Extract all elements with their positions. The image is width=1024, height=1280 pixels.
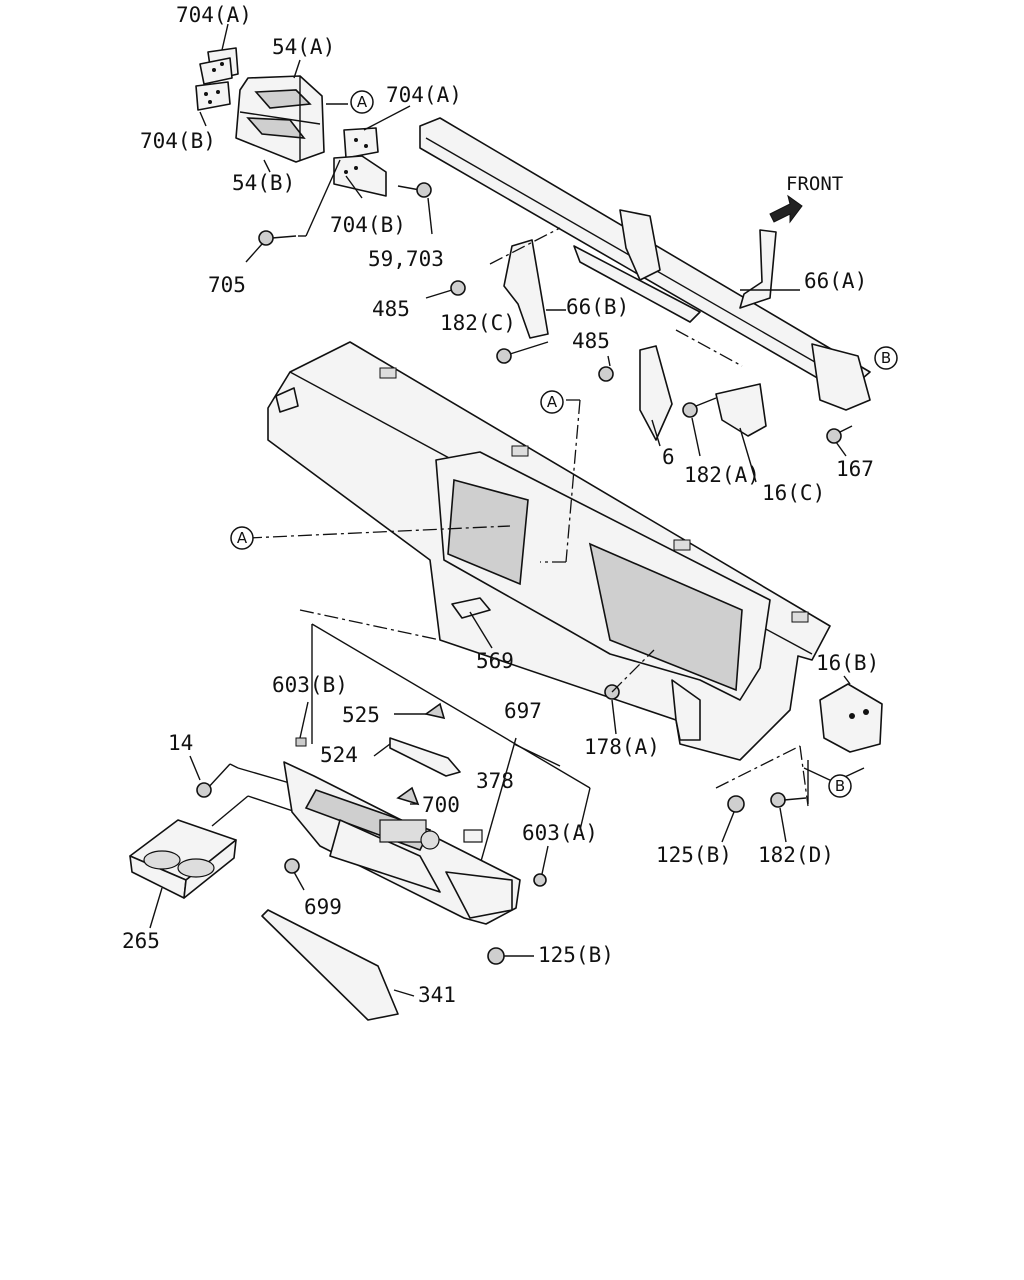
cross-beam-66a	[419, 117, 871, 411]
label-378: 378	[476, 769, 514, 793]
callout-a-mid: A	[540, 390, 564, 414]
callout-a-top: A	[350, 90, 374, 114]
lower-trim-697	[283, 761, 521, 925]
label-525: 525	[342, 703, 380, 727]
label-182d: 182(D)	[758, 843, 834, 867]
label-66b: 66(B)	[566, 295, 629, 319]
screw-525	[424, 702, 446, 720]
front-arrow-icon	[769, 194, 803, 224]
label-leaders	[149, 23, 851, 997]
label-704a-top: 704(A)	[176, 3, 252, 27]
leader-lines-dashed	[247, 227, 809, 807]
label-66a: 66(A)	[804, 269, 867, 293]
callout-b-lower: B	[828, 774, 852, 798]
svg-text:B: B	[881, 349, 891, 367]
label-485-right: 485	[572, 329, 610, 353]
label-182a: 182(A)	[684, 463, 760, 487]
bracket-704a-mid	[343, 127, 379, 159]
label-16c: 16(C)	[762, 481, 825, 505]
svg-text:A: A	[237, 529, 248, 547]
label-6: 6	[662, 445, 675, 469]
bracket-704b-mid	[333, 155, 387, 197]
svg-text:A: A	[357, 93, 368, 111]
label-167: 167	[836, 457, 874, 481]
clip-603a	[533, 873, 547, 887]
instrument-panel	[267, 341, 831, 761]
label-125b-bottom: 125(B)	[538, 943, 614, 967]
label-704a-mid: 704(A)	[386, 83, 462, 107]
label-59-703: 59,703	[368, 247, 444, 271]
clip-699	[284, 858, 300, 874]
clip-603b	[295, 737, 307, 747]
label-182c: 182(C)	[440, 311, 516, 335]
label-524: 524	[320, 743, 358, 767]
label-54b: 54(B)	[232, 171, 295, 195]
callout-a-left: A	[230, 526, 254, 550]
label-704b-mid: 704(B)	[330, 213, 406, 237]
panel-524	[389, 737, 461, 777]
screw-59-703	[397, 182, 432, 198]
support-66b	[503, 239, 549, 339]
bracket-704a-top	[199, 47, 239, 85]
fastener-125b-bottom	[487, 947, 505, 965]
bracket-704b-left	[195, 81, 231, 111]
screw-14	[196, 782, 212, 798]
screw-705	[258, 230, 297, 246]
label-54a: 54(A)	[272, 35, 335, 59]
bracket-16b	[819, 683, 883, 753]
svg-text:B: B	[835, 777, 845, 795]
screws-lower-right	[727, 792, 807, 813]
label-699: 699	[304, 895, 342, 919]
label-603a: 603(A)	[522, 821, 598, 845]
label-265: 265	[122, 929, 160, 953]
label-125b-right: 125(B)	[656, 843, 732, 867]
cup-holder-265	[129, 819, 237, 899]
callout-b-right: B	[874, 346, 898, 370]
bracket-16c	[715, 383, 767, 437]
clip-569	[451, 597, 491, 619]
label-178a: 178(A)	[584, 735, 660, 759]
glove-box-lid-341	[261, 909, 399, 1021]
pad-378	[463, 829, 483, 843]
bracket-6	[639, 345, 673, 441]
label-603b: 603(B)	[272, 673, 348, 697]
front-label: FRONT	[786, 173, 843, 195]
label-485-left: 485	[372, 297, 410, 321]
label-704b-left: 704(B)	[140, 129, 216, 153]
label-705: 705	[208, 273, 246, 297]
label-700: 700	[422, 793, 460, 817]
label-16b: 16(B)	[816, 651, 879, 675]
svg-text:A: A	[547, 393, 558, 411]
label-697: 697	[504, 699, 542, 723]
bolts	[450, 280, 853, 444]
label-341: 341	[418, 983, 456, 1007]
label-14: 14	[168, 731, 193, 755]
label-569: 569	[476, 649, 514, 673]
screw-700	[396, 786, 420, 806]
pocket-54	[235, 75, 325, 163]
